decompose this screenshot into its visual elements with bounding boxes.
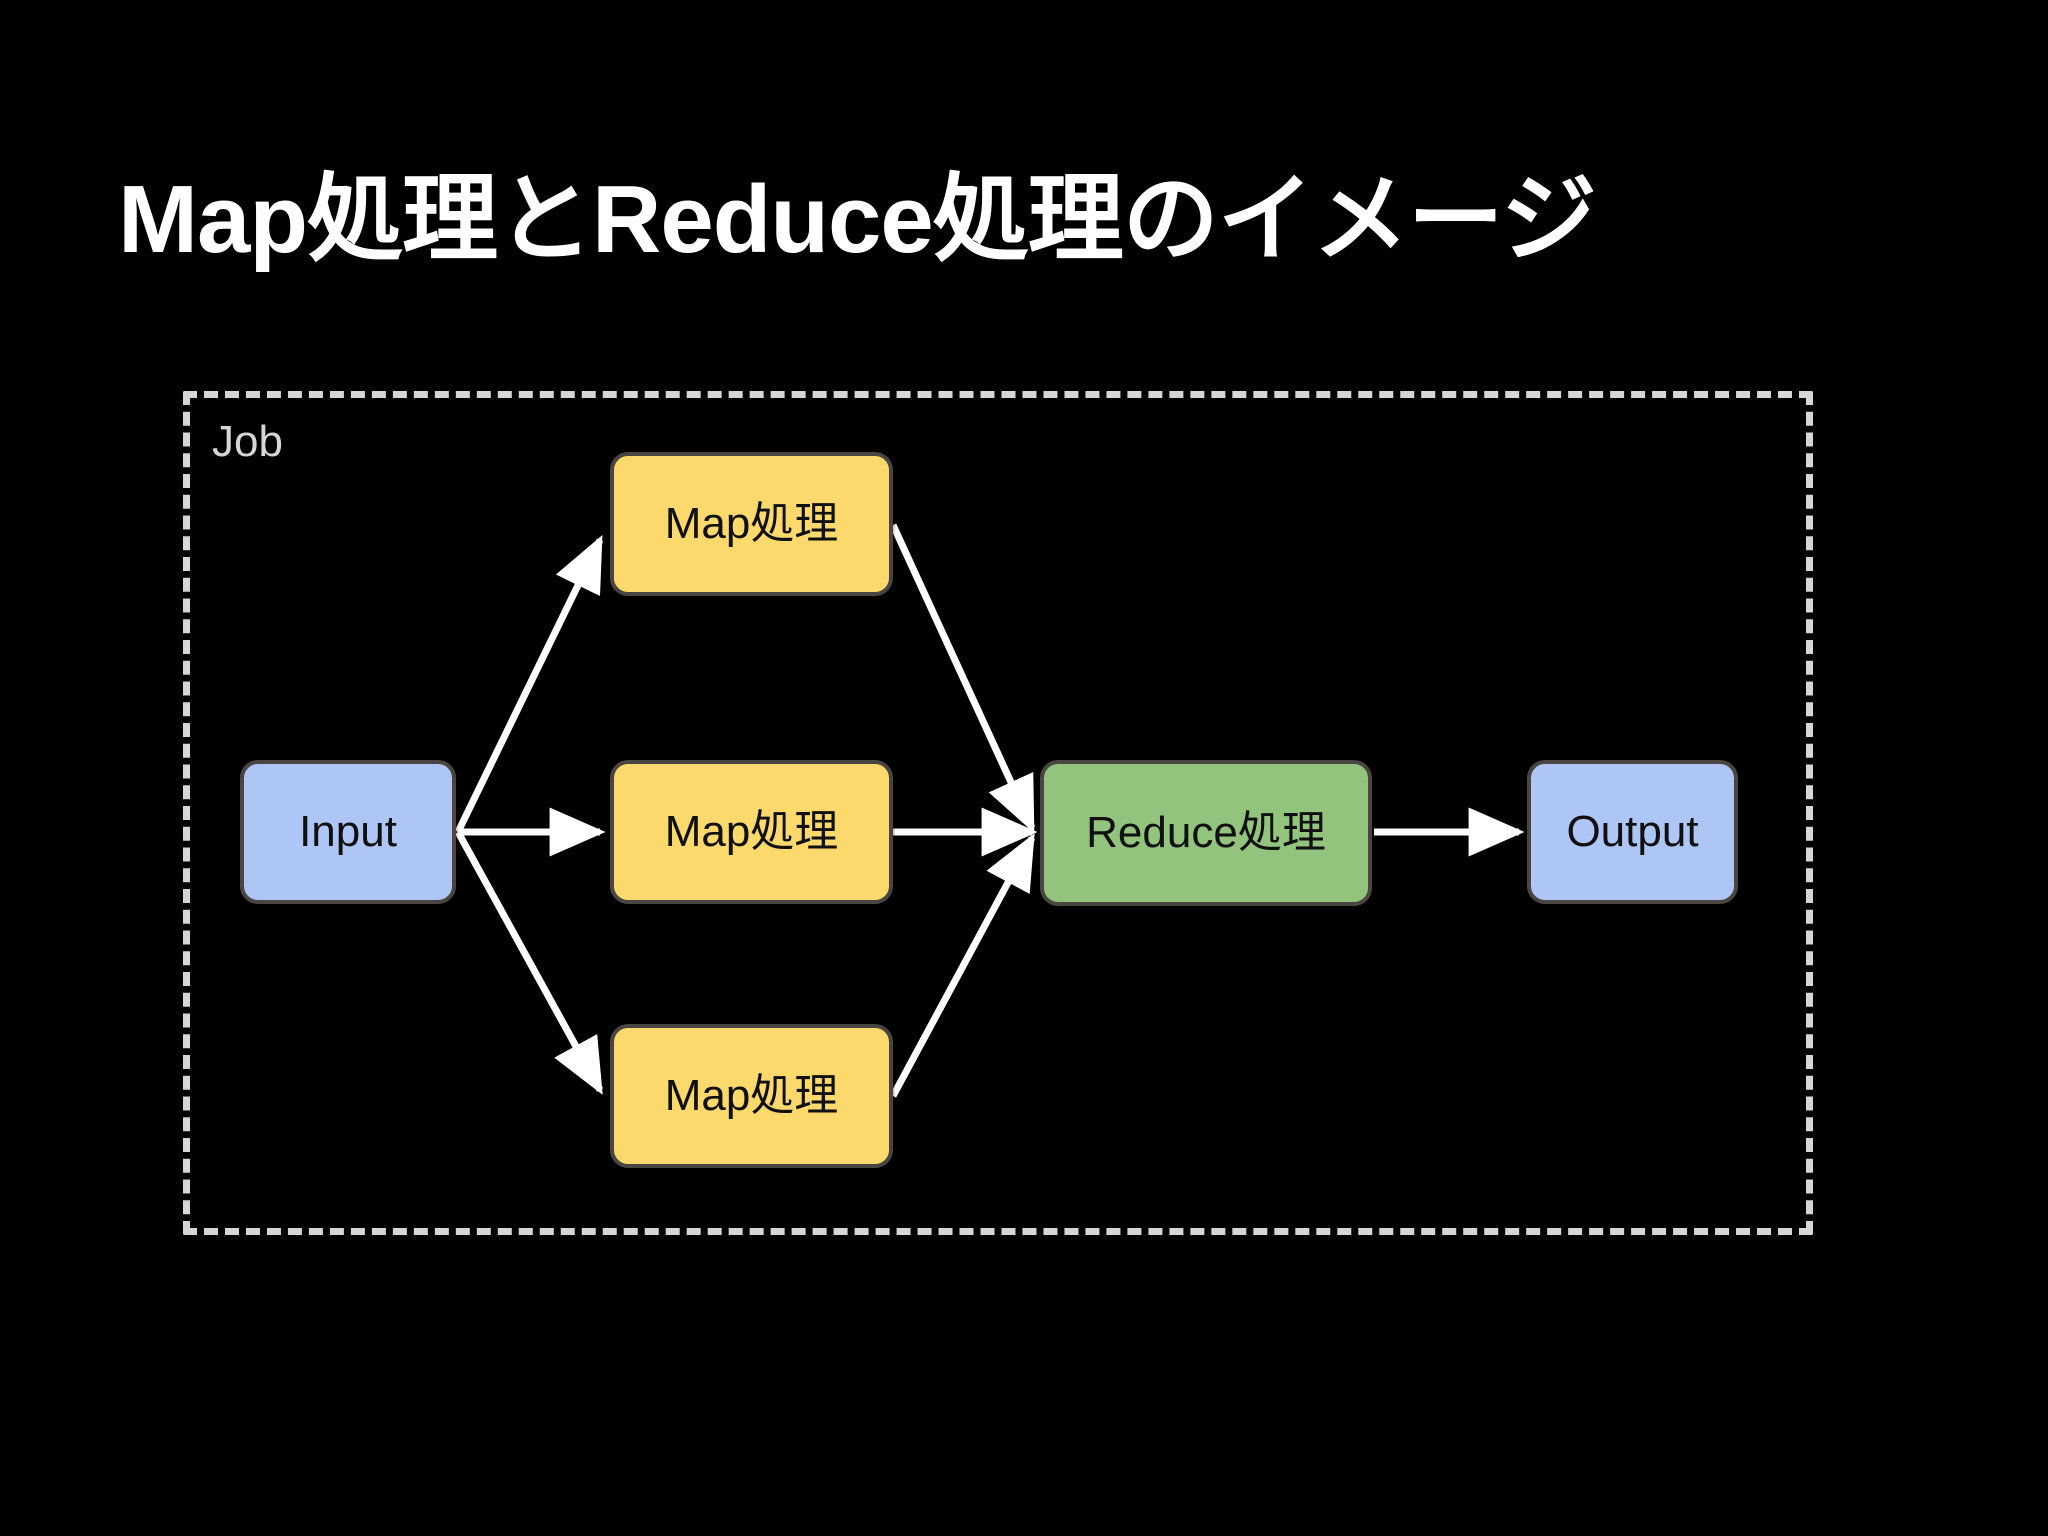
node-output-label: Output [1566, 807, 1699, 856]
node-map-2-label: Map処理 [664, 807, 839, 856]
node-map-1[interactable]: Map処理 [610, 452, 893, 596]
page-title: Map処理とReduce処理のイメージ [118, 166, 1597, 273]
node-map-3-label: Map処理 [664, 1071, 839, 1120]
node-reduce-label: Reduce処理 [1086, 808, 1326, 857]
node-map-1-label: Map処理 [664, 499, 839, 548]
node-input[interactable]: Input [240, 760, 456, 904]
node-map-3[interactable]: Map処理 [610, 1024, 893, 1168]
job-boundary-label: Job [212, 417, 283, 466]
node-reduce[interactable]: Reduce処理 [1040, 760, 1372, 906]
job-boundary-frame [183, 391, 1813, 1235]
node-input-label: Input [299, 807, 397, 856]
node-map-2[interactable]: Map処理 [610, 760, 893, 904]
node-output[interactable]: Output [1527, 760, 1738, 904]
